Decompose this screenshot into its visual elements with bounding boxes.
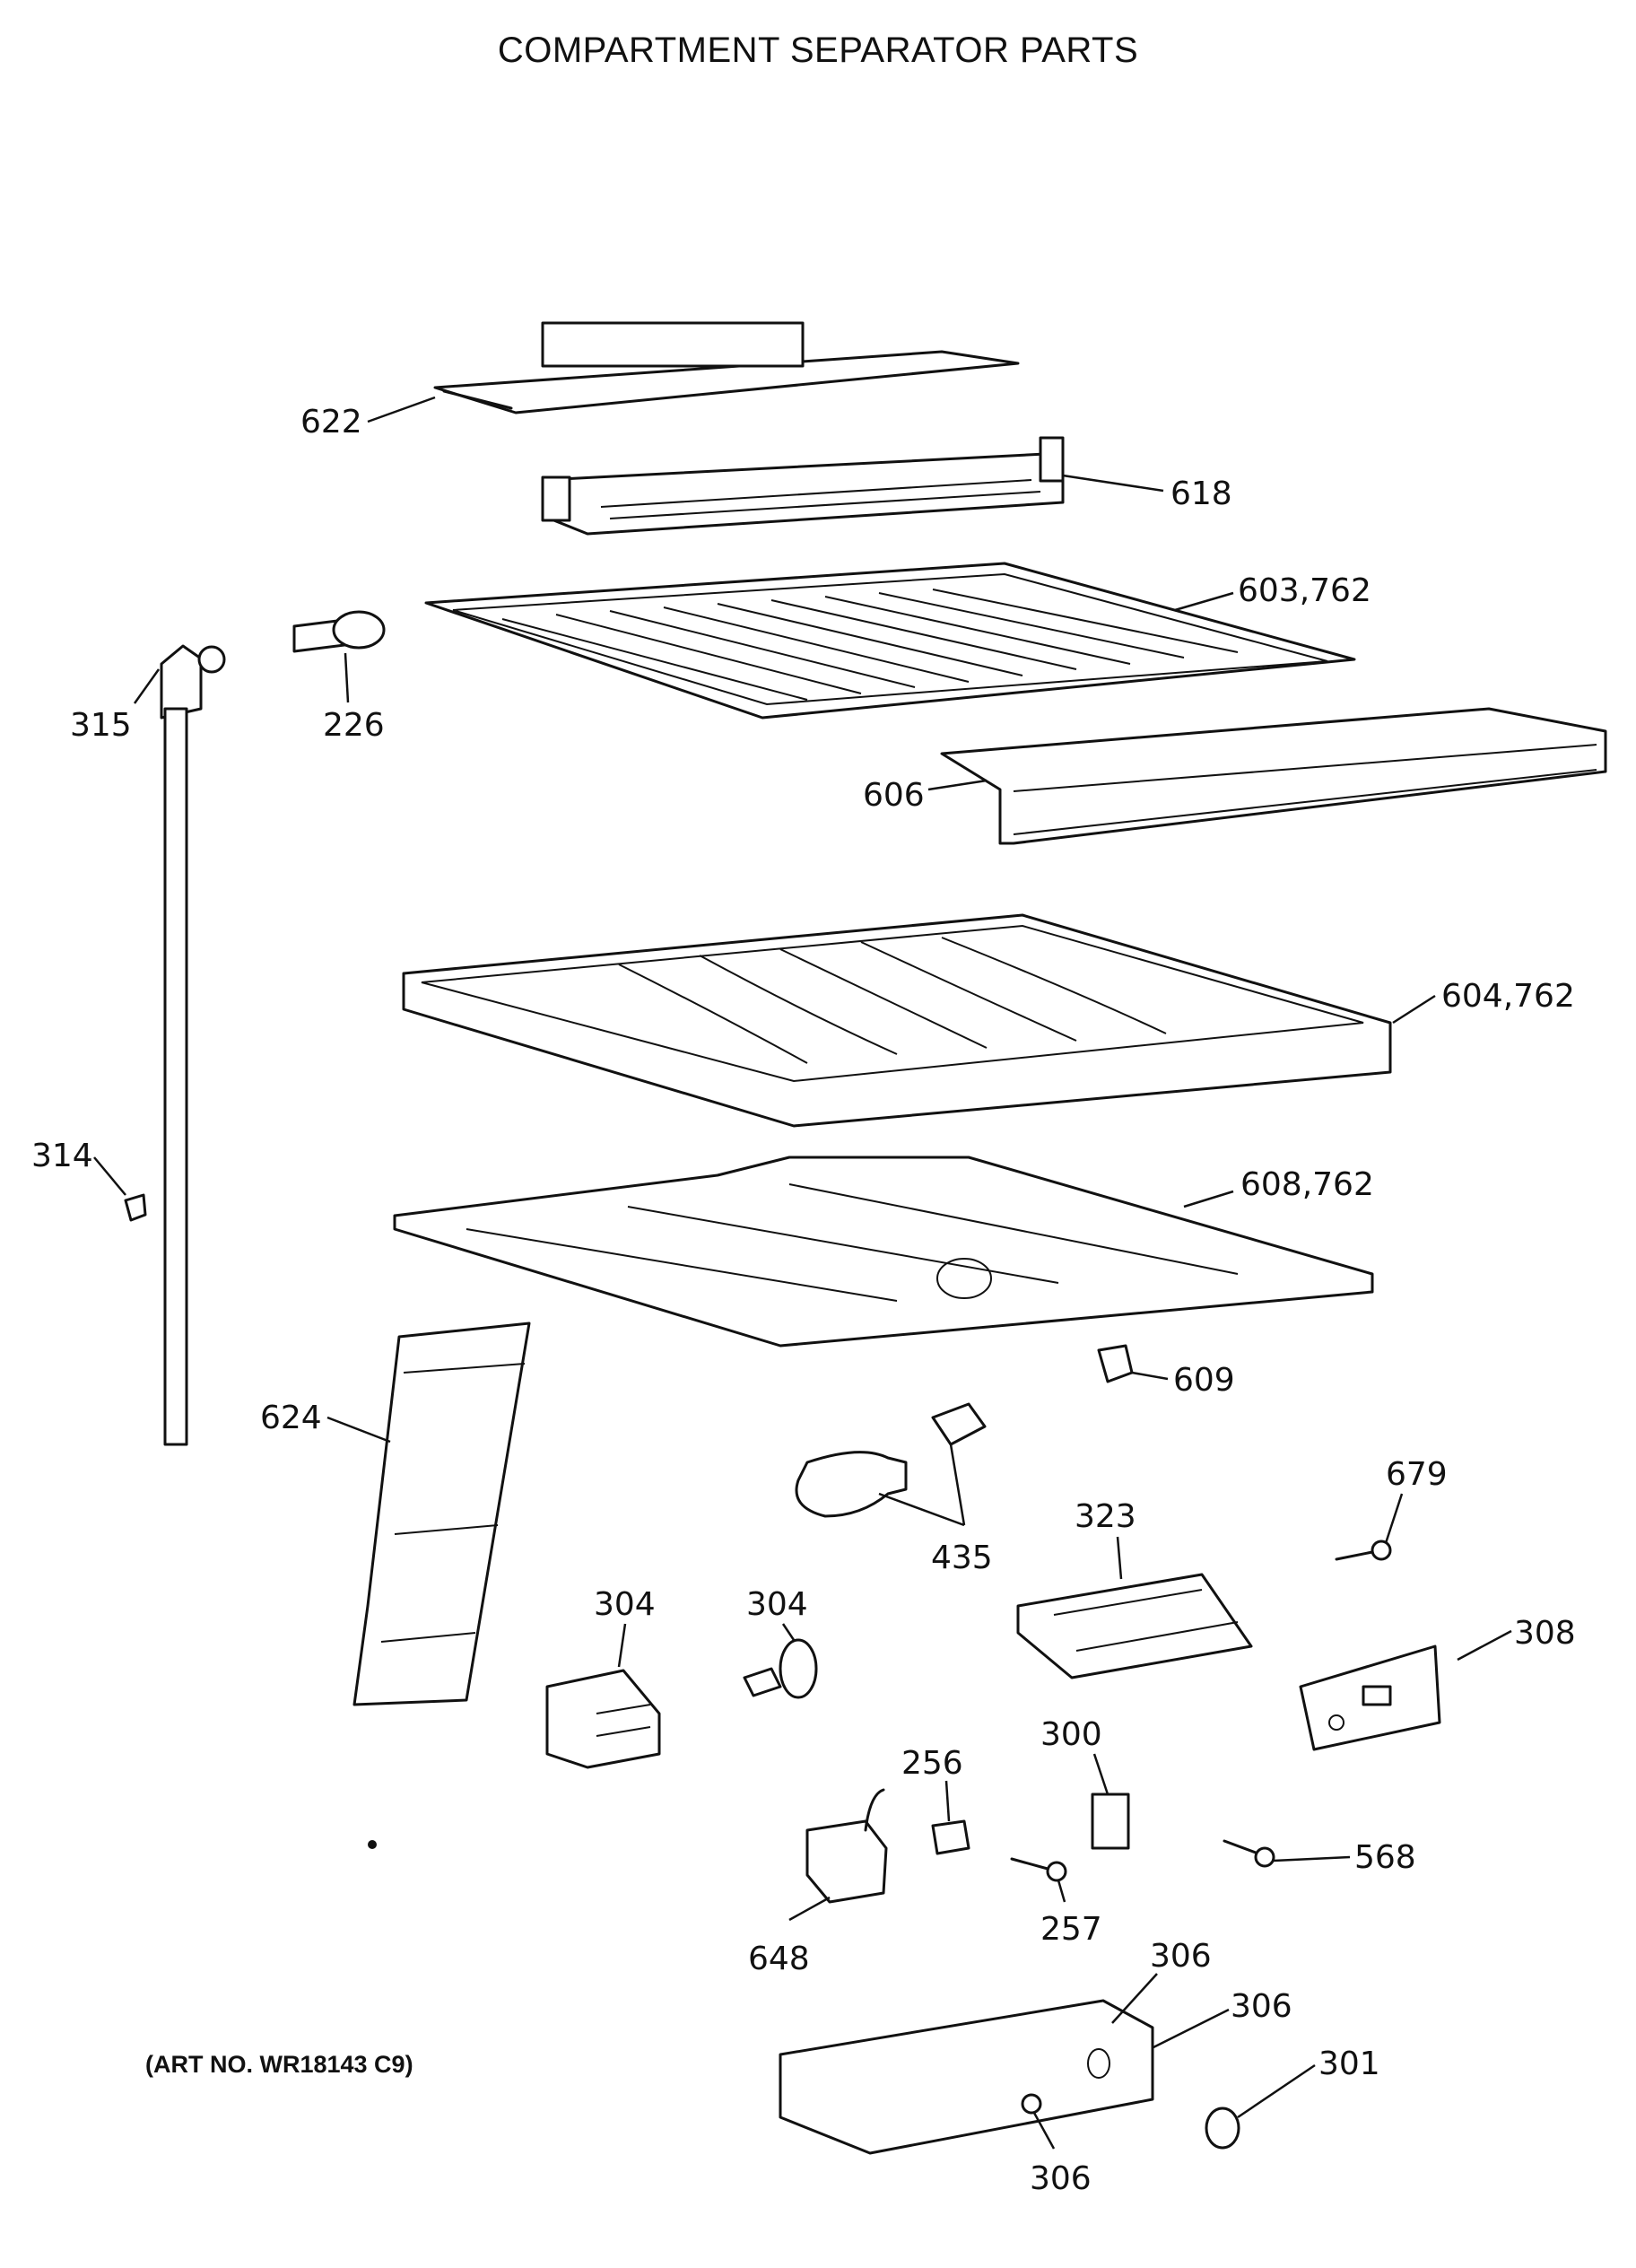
part-304-block: [545, 1669, 661, 1769]
callouts: 622 618 603,762 226 315 606 604,762 314 …: [31, 404, 1576, 2197]
callout-604-762: 604,762: [1441, 978, 1575, 1015]
callout-608-762: 608,762: [1240, 1166, 1374, 1203]
callout-606: 606: [863, 777, 925, 814]
callout-301: 301: [1318, 2046, 1380, 2082]
callout-323: 323: [1075, 1498, 1136, 1535]
part-300-switch: [1091, 1793, 1130, 1850]
part-606-channel: [940, 707, 1607, 845]
ink-speck: [368, 1840, 377, 1849]
part-624-panel: [352, 1322, 531, 1706]
callout-308: 308: [1514, 1615, 1576, 1652]
callout-257: 257: [1040, 1911, 1102, 1948]
part-622-cover: [433, 321, 1020, 414]
callout-306-top: 306: [1150, 1938, 1212, 1975]
part-648-motor: [805, 1788, 888, 1904]
callout-315: 315: [70, 707, 132, 744]
callout-679: 679: [1386, 1456, 1448, 1493]
part-679-screw: [1335, 1540, 1392, 1561]
part-226-shaft: [292, 610, 386, 653]
callout-609: 609: [1173, 1362, 1235, 1399]
callout-568: 568: [1354, 1839, 1416, 1876]
art-number: (ART NO. WR18143 C9): [145, 2051, 413, 2078]
callout-648: 648: [748, 1941, 810, 1977]
callout-300: 300: [1040, 1716, 1102, 1753]
callout-306-bottom: 306: [1030, 2160, 1092, 2197]
callout-304-block: 304: [594, 1586, 656, 1623]
callout-226: 226: [323, 707, 385, 744]
part-323-bracket: [1016, 1573, 1253, 1679]
part-256-switch: [931, 1819, 970, 1855]
callout-306-right: 306: [1231, 1988, 1292, 2025]
part-306-housing: [779, 1999, 1154, 2155]
callout-435: 435: [931, 1540, 993, 1576]
part-315-bracket-rod: [160, 644, 226, 1446]
part-435-bulb: [795, 1402, 987, 1518]
part-608-pan: [393, 1156, 1374, 1348]
part-568-screw: [1223, 1839, 1275, 1868]
callout-618: 618: [1170, 475, 1232, 512]
leader-lines: [93, 396, 1512, 2150]
callout-314: 314: [31, 1138, 93, 1174]
part-304-knob: [743, 1638, 818, 1699]
part-314-clip: [124, 1193, 147, 1222]
callout-603-762: 603,762: [1238, 572, 1371, 609]
callout-624: 624: [260, 1400, 322, 1436]
callout-622: 622: [300, 404, 362, 441]
part-609-clip: [1097, 1344, 1134, 1383]
callout-304-knob: 304: [746, 1586, 808, 1623]
part-604-pan: [402, 913, 1392, 1128]
part-257-screw: [1010, 1857, 1067, 1882]
callout-256: 256: [901, 1745, 963, 1782]
part-618-rail: [541, 436, 1065, 536]
part-308-plate: [1299, 1644, 1441, 1751]
part-603-shelf: [424, 562, 1356, 720]
part-301-knob: [1205, 2107, 1240, 2150]
diagram-title: COMPARTMENT SEPARATOR PARTS: [497, 31, 1139, 70]
